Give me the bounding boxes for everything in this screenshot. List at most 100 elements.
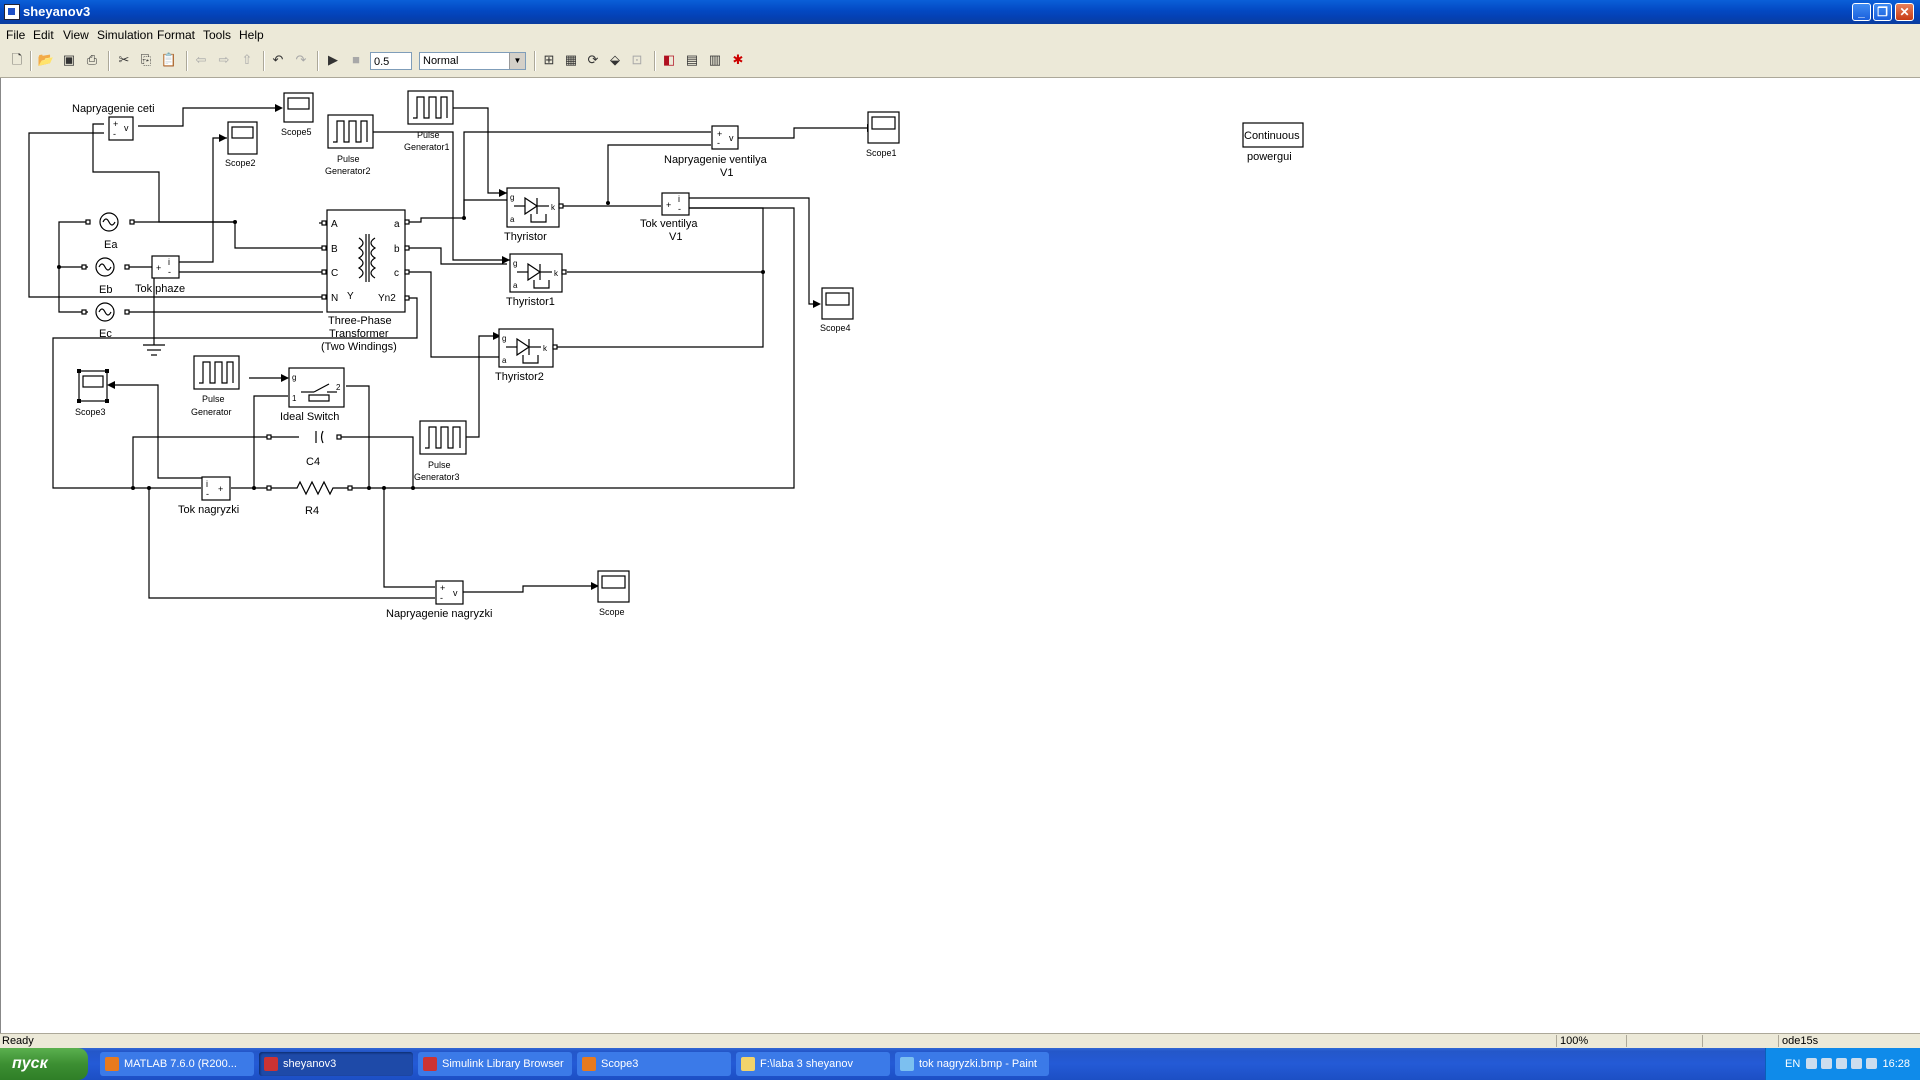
port-label: Yn2 (378, 293, 396, 304)
maximize-button[interactable]: ❐ (1873, 3, 1892, 21)
start-label: пуск (12, 1055, 48, 1072)
scope2-block[interactable] (227, 121, 258, 155)
junction-dot (147, 486, 151, 490)
source-ec[interactable] (95, 302, 115, 322)
voltage-measurement-grid[interactable]: + - v (108, 116, 134, 141)
simulink-icon[interactable] (4, 4, 20, 20)
undo-icon[interactable]: ↶ (272, 52, 284, 67)
pulse-generator-block[interactable] (193, 355, 240, 390)
model-explorer-icon[interactable]: ▤ (685, 52, 699, 67)
language-indicator[interactable]: EN (1785, 1058, 1801, 1070)
thyristor1-block[interactable]: g a k (509, 253, 563, 293)
scope3-block[interactable] (77, 369, 109, 403)
up-icon[interactable]: ⇧ (241, 52, 253, 67)
print-icon[interactable]: ⎙ (86, 52, 98, 67)
thyristor2-block[interactable]: g a k (498, 328, 554, 368)
scope1-block[interactable] (867, 111, 900, 144)
transformer-block[interactable]: A B C N a b c Y Yn2 (326, 209, 406, 313)
source-eb[interactable] (95, 257, 115, 277)
debugger-icon[interactable]: ✱ (732, 52, 744, 67)
pulse-generator3-label-a: Pulse (428, 460, 451, 470)
tray-icon[interactable] (1806, 1058, 1817, 1069)
pulse-generator3-block[interactable] (419, 420, 467, 455)
start-simulation-icon[interactable]: ▶ (328, 52, 338, 67)
arrowhead (502, 256, 510, 264)
tray-icon[interactable] (1821, 1058, 1832, 1069)
toolbar-separator (263, 51, 265, 71)
start-button[interactable]: пуск (0, 1048, 88, 1080)
simulation-mode-select[interactable]: Normal ▼ (419, 52, 526, 70)
task-library-browser[interactable]: Simulink Library Browser (418, 1052, 572, 1076)
source-ea[interactable] (99, 212, 119, 232)
scope-block[interactable] (597, 570, 630, 603)
current-measurement-load[interactable]: i - + (201, 476, 231, 501)
model-browser-icon[interactable]: ▥ (708, 52, 722, 67)
scope5-block[interactable] (283, 92, 314, 123)
powergui-block[interactable]: Continuous (1242, 122, 1304, 148)
powergui-label: powergui (1247, 151, 1292, 163)
current-measurement-phase[interactable]: + i - (151, 255, 180, 279)
scope4-block[interactable] (821, 287, 854, 320)
task-paint[interactable]: tok nagryzki.bmp - Paint (895, 1052, 1049, 1076)
open-icon[interactable]: 📂 (37, 52, 55, 67)
new-icon[interactable]: 🗋 (11, 52, 23, 67)
task-sheyanov3[interactable]: sheyanov3 (259, 1052, 413, 1076)
pulse-generator2-block[interactable] (327, 114, 374, 149)
thyristor-block[interactable]: g a k (506, 187, 560, 228)
menu-edit[interactable]: Edit (33, 28, 54, 42)
redo-icon[interactable]: ↷ (295, 52, 307, 67)
valve-current-label-a: Tok ventilya (640, 218, 698, 230)
library-browser-icon[interactable]: ◧ (662, 52, 676, 67)
capacitor-c4[interactable] (315, 430, 324, 444)
stop-time-input[interactable]: 0.5 (370, 52, 412, 70)
tray-icon[interactable] (1836, 1058, 1847, 1069)
ideal-switch-block[interactable]: g 1 2 (288, 367, 345, 408)
cut-icon[interactable]: ✂ (118, 52, 130, 67)
menu-tools[interactable]: Tools (203, 28, 232, 42)
menu-format[interactable]: Format (157, 28, 196, 42)
ground-block[interactable] (143, 344, 165, 356)
save-icon[interactable]: ▣ (62, 52, 76, 67)
menu-file[interactable]: File (6, 28, 26, 42)
valve-current-label-b: V1 (669, 231, 682, 243)
refresh-icon[interactable]: ⟳ (587, 52, 599, 67)
model-canvas[interactable]: + - v Napryagenie ceti Scope5 Scope2 Pul… (0, 78, 1920, 1033)
paint-icon (900, 1057, 914, 1071)
minimize-button[interactable]: _ (1852, 3, 1871, 21)
menu-view[interactable]: View (63, 28, 89, 42)
pulse-generator1-block[interactable] (407, 90, 454, 125)
menu-simulation[interactable]: Simulation (97, 28, 154, 42)
forward-icon[interactable]: ⇨ (218, 52, 230, 67)
wire-vv-plus (463, 131, 711, 218)
menu-help[interactable]: Help (239, 28, 264, 42)
port-label: a (513, 281, 518, 290)
scope-label: Scope (599, 607, 625, 617)
status-solver: ode15s (1778, 1035, 1917, 1047)
tray-icon[interactable] (1851, 1058, 1862, 1069)
task-scope3[interactable]: Scope3 (577, 1052, 731, 1076)
current-measurement-valve[interactable]: + i - (661, 192, 690, 216)
resistor-r4[interactable] (291, 480, 348, 496)
voltage-measurement-load[interactable]: + - v (435, 580, 464, 605)
arrowhead (275, 104, 283, 112)
tray-icon[interactable] (1866, 1058, 1877, 1069)
paste-icon[interactable]: 📋 (160, 52, 178, 67)
task-matlab[interactable]: MATLAB 7.6.0 (R200... (100, 1052, 254, 1076)
chevron-down-icon[interactable]: ▼ (509, 53, 525, 69)
link-icon[interactable]: ⬙ (610, 52, 620, 67)
junctions (57, 201, 765, 490)
task-folder[interactable]: F:\laba 3 sheyanov (736, 1052, 890, 1076)
update-diagram-icon[interactable]: ▦ (564, 52, 578, 67)
voltage-measurement-valve[interactable]: + - v (711, 125, 739, 150)
close-button[interactable]: ✕ (1895, 3, 1914, 21)
toolbar-separator (317, 51, 319, 71)
port-label: + (717, 129, 722, 139)
transformer-label-c: (Two Windings) (321, 341, 397, 353)
port-label: a (502, 356, 507, 365)
port-label: g (502, 334, 506, 343)
back-icon[interactable]: ⇦ (195, 52, 207, 67)
external-mode-icon[interactable]: ⊡ (631, 52, 643, 67)
build-icon[interactable]: ⊞ (543, 52, 555, 67)
stop-simulation-icon[interactable]: ■ (352, 52, 360, 67)
copy-icon[interactable]: ⎘ (140, 52, 152, 67)
